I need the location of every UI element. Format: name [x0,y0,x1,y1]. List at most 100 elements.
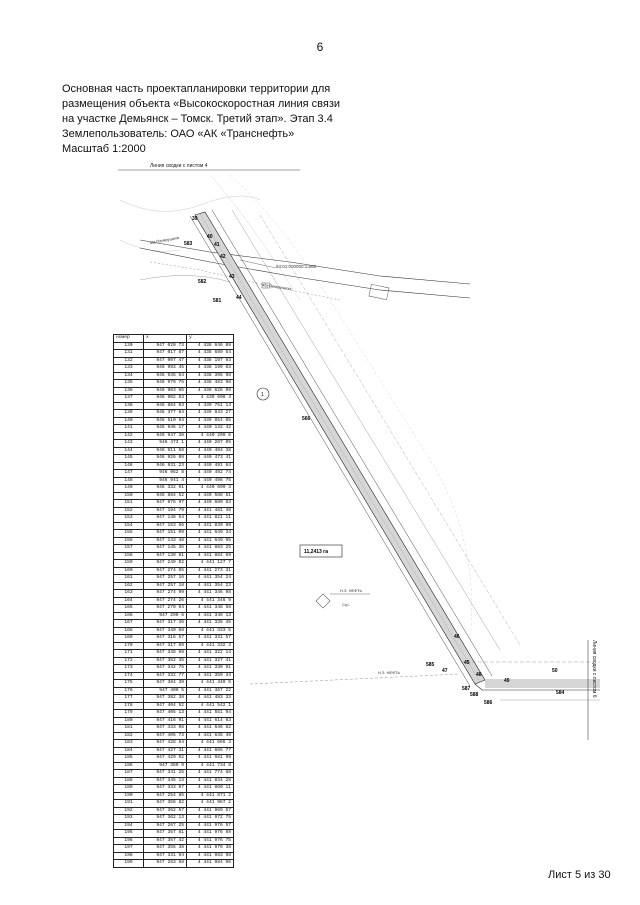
table-cell: 137 [113,394,144,403]
point-label: 566 [302,416,311,422]
table-cell: 4 440 404 38 [186,446,234,455]
table-cell: 133 [113,364,144,373]
table-cell: 947 316 57 [143,634,187,643]
table-cell: 946 377 84 [143,409,187,418]
table-cell: 4 441 884 69 [186,551,234,560]
road-dashed [149,261,341,301]
table-cell: 136 [113,386,144,395]
table-cell: 947 357 42 [143,836,187,845]
road-edge [139,247,471,299]
table-cell: 4 441 967 2 [186,799,234,808]
point-label: 47 [442,668,448,674]
contour-line [119,195,261,212]
table-cell: 947 362 13 [143,814,187,823]
table-cell: 183 [113,739,144,748]
point-label: 41 [214,242,220,248]
contour-line [209,174,301,301]
utility-label: Н.З. НЕФТЬ [378,670,400,675]
top-sheet-link-label: Линия сводки с листом 4 [150,163,208,169]
table-cell: 946 510 94 [143,416,187,425]
point-label: 583 [184,241,193,247]
table-cell: 155 [113,529,144,538]
table-cell: 947 405 13 [143,709,187,718]
table-cell: 134 [113,371,144,380]
table-cell: 4 441 467 22 [186,686,234,695]
table-cell: 149 [113,484,144,493]
table-cell: 4 441 327 41 [186,656,234,665]
table-cell: 4 441 333 5 [186,626,234,635]
table-cell: 947 352 35 [143,656,187,665]
road-label: а/д Панкрушиха [149,235,180,245]
table-cell: 947 342 75 [143,664,187,673]
page-number: 6 [316,40,324,54]
table-cell: 946 332 91 [143,484,187,493]
table-cell: 165 [113,604,144,613]
header-line: Масштаб 1:2000 [62,143,146,155]
table-cell: 147 [113,469,144,478]
table-cell: 180 [113,716,144,725]
table-cell: 947 317 36 [143,619,187,628]
table-cell: 167 [113,619,144,628]
table-cell: 946 946 17 [143,424,187,433]
table-cell: 179 [113,709,144,718]
table-cell: 161 [113,574,144,583]
table-cell: 4 438 483 98 [186,379,234,388]
table-cell: 947 145 35 [143,544,187,553]
table-cell: 947 143 48 [143,536,187,545]
table-cell: 947 249 02 [143,559,187,568]
table-cell: 4 441 774 88 [186,769,234,778]
table-cell: 139 [113,409,144,418]
header-line: Основная часть проектапланировки террито… [62,83,331,95]
utility-label: Н.З. НЕФТЬ [340,588,362,593]
table-cell: 191 [113,799,144,808]
table-cell: 4 441 883 25 [186,544,234,553]
table-cell: 947 274 26 [143,596,187,605]
table-cell: 4 441 551 94 [186,709,234,718]
point-label: 585 [426,662,435,668]
table-cell: 4 441 481 48 [186,506,234,515]
utility-line [249,673,461,685]
table-cell: 4 441 734 8 [186,761,234,770]
table-cell: 181 [113,724,144,733]
table-cell: 140 [113,416,144,425]
point-label: 45 [464,660,470,666]
table-cell: 195 [113,829,144,838]
table-cell: 947 153 56 [143,521,187,530]
table-cell: 142 [113,431,144,440]
table-cell: 946 902 83 [143,394,187,403]
table-cell: 187 [113,769,144,778]
table-cell: 946 935 54 [143,371,187,380]
table-cell: 4 438 197 93 [186,356,234,365]
table-cell: 4 441 979 38 [186,844,234,853]
building-outline [368,283,390,301]
table-cell: 947 876 97 [143,499,187,508]
table-cell: 947 429 02 [143,754,187,763]
table-cell: 946 884 52 [143,491,187,500]
point-label: 587 [462,686,471,692]
table-cell: 4 441 871 2 [186,791,234,800]
table-cell: 4 441 983 98 [186,851,234,860]
point-label: 584 [556,690,565,696]
table-cell: 946 979 75 [143,379,187,388]
table-cell: 4 441 681 99 [186,754,234,763]
